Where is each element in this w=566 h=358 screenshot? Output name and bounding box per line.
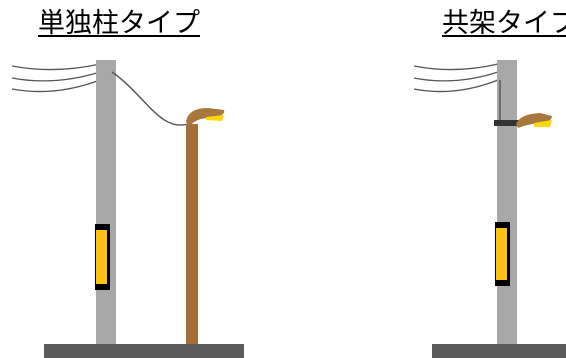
overhead-wire xyxy=(413,63,499,71)
overhead-wire xyxy=(413,79,499,93)
lamp-housing xyxy=(186,108,225,126)
shared-pole-type-title: 共架タイプ xyxy=(442,8,566,39)
equipment-box xyxy=(496,228,507,280)
single-pole-type-title: 単独柱タイプ xyxy=(38,8,200,39)
service-drop-wire xyxy=(111,71,189,126)
overhead-wire xyxy=(413,71,499,82)
lamp-housing xyxy=(516,113,552,128)
overhead-wire xyxy=(11,71,101,82)
street-light-pole xyxy=(186,124,198,344)
single-pole-type-panel xyxy=(11,60,244,358)
overhead-wires xyxy=(11,63,101,93)
ground xyxy=(44,344,244,358)
mounting-band xyxy=(494,120,521,126)
overhead-wires xyxy=(413,63,499,93)
overhead-wire xyxy=(11,79,101,93)
utility-pole xyxy=(96,60,116,344)
ground xyxy=(432,344,566,358)
shared-pole-type-panel xyxy=(413,60,566,358)
overhead-wire xyxy=(11,63,101,71)
lamp-light xyxy=(534,120,552,127)
lamp-light xyxy=(206,115,224,121)
equipment-box xyxy=(96,230,107,284)
